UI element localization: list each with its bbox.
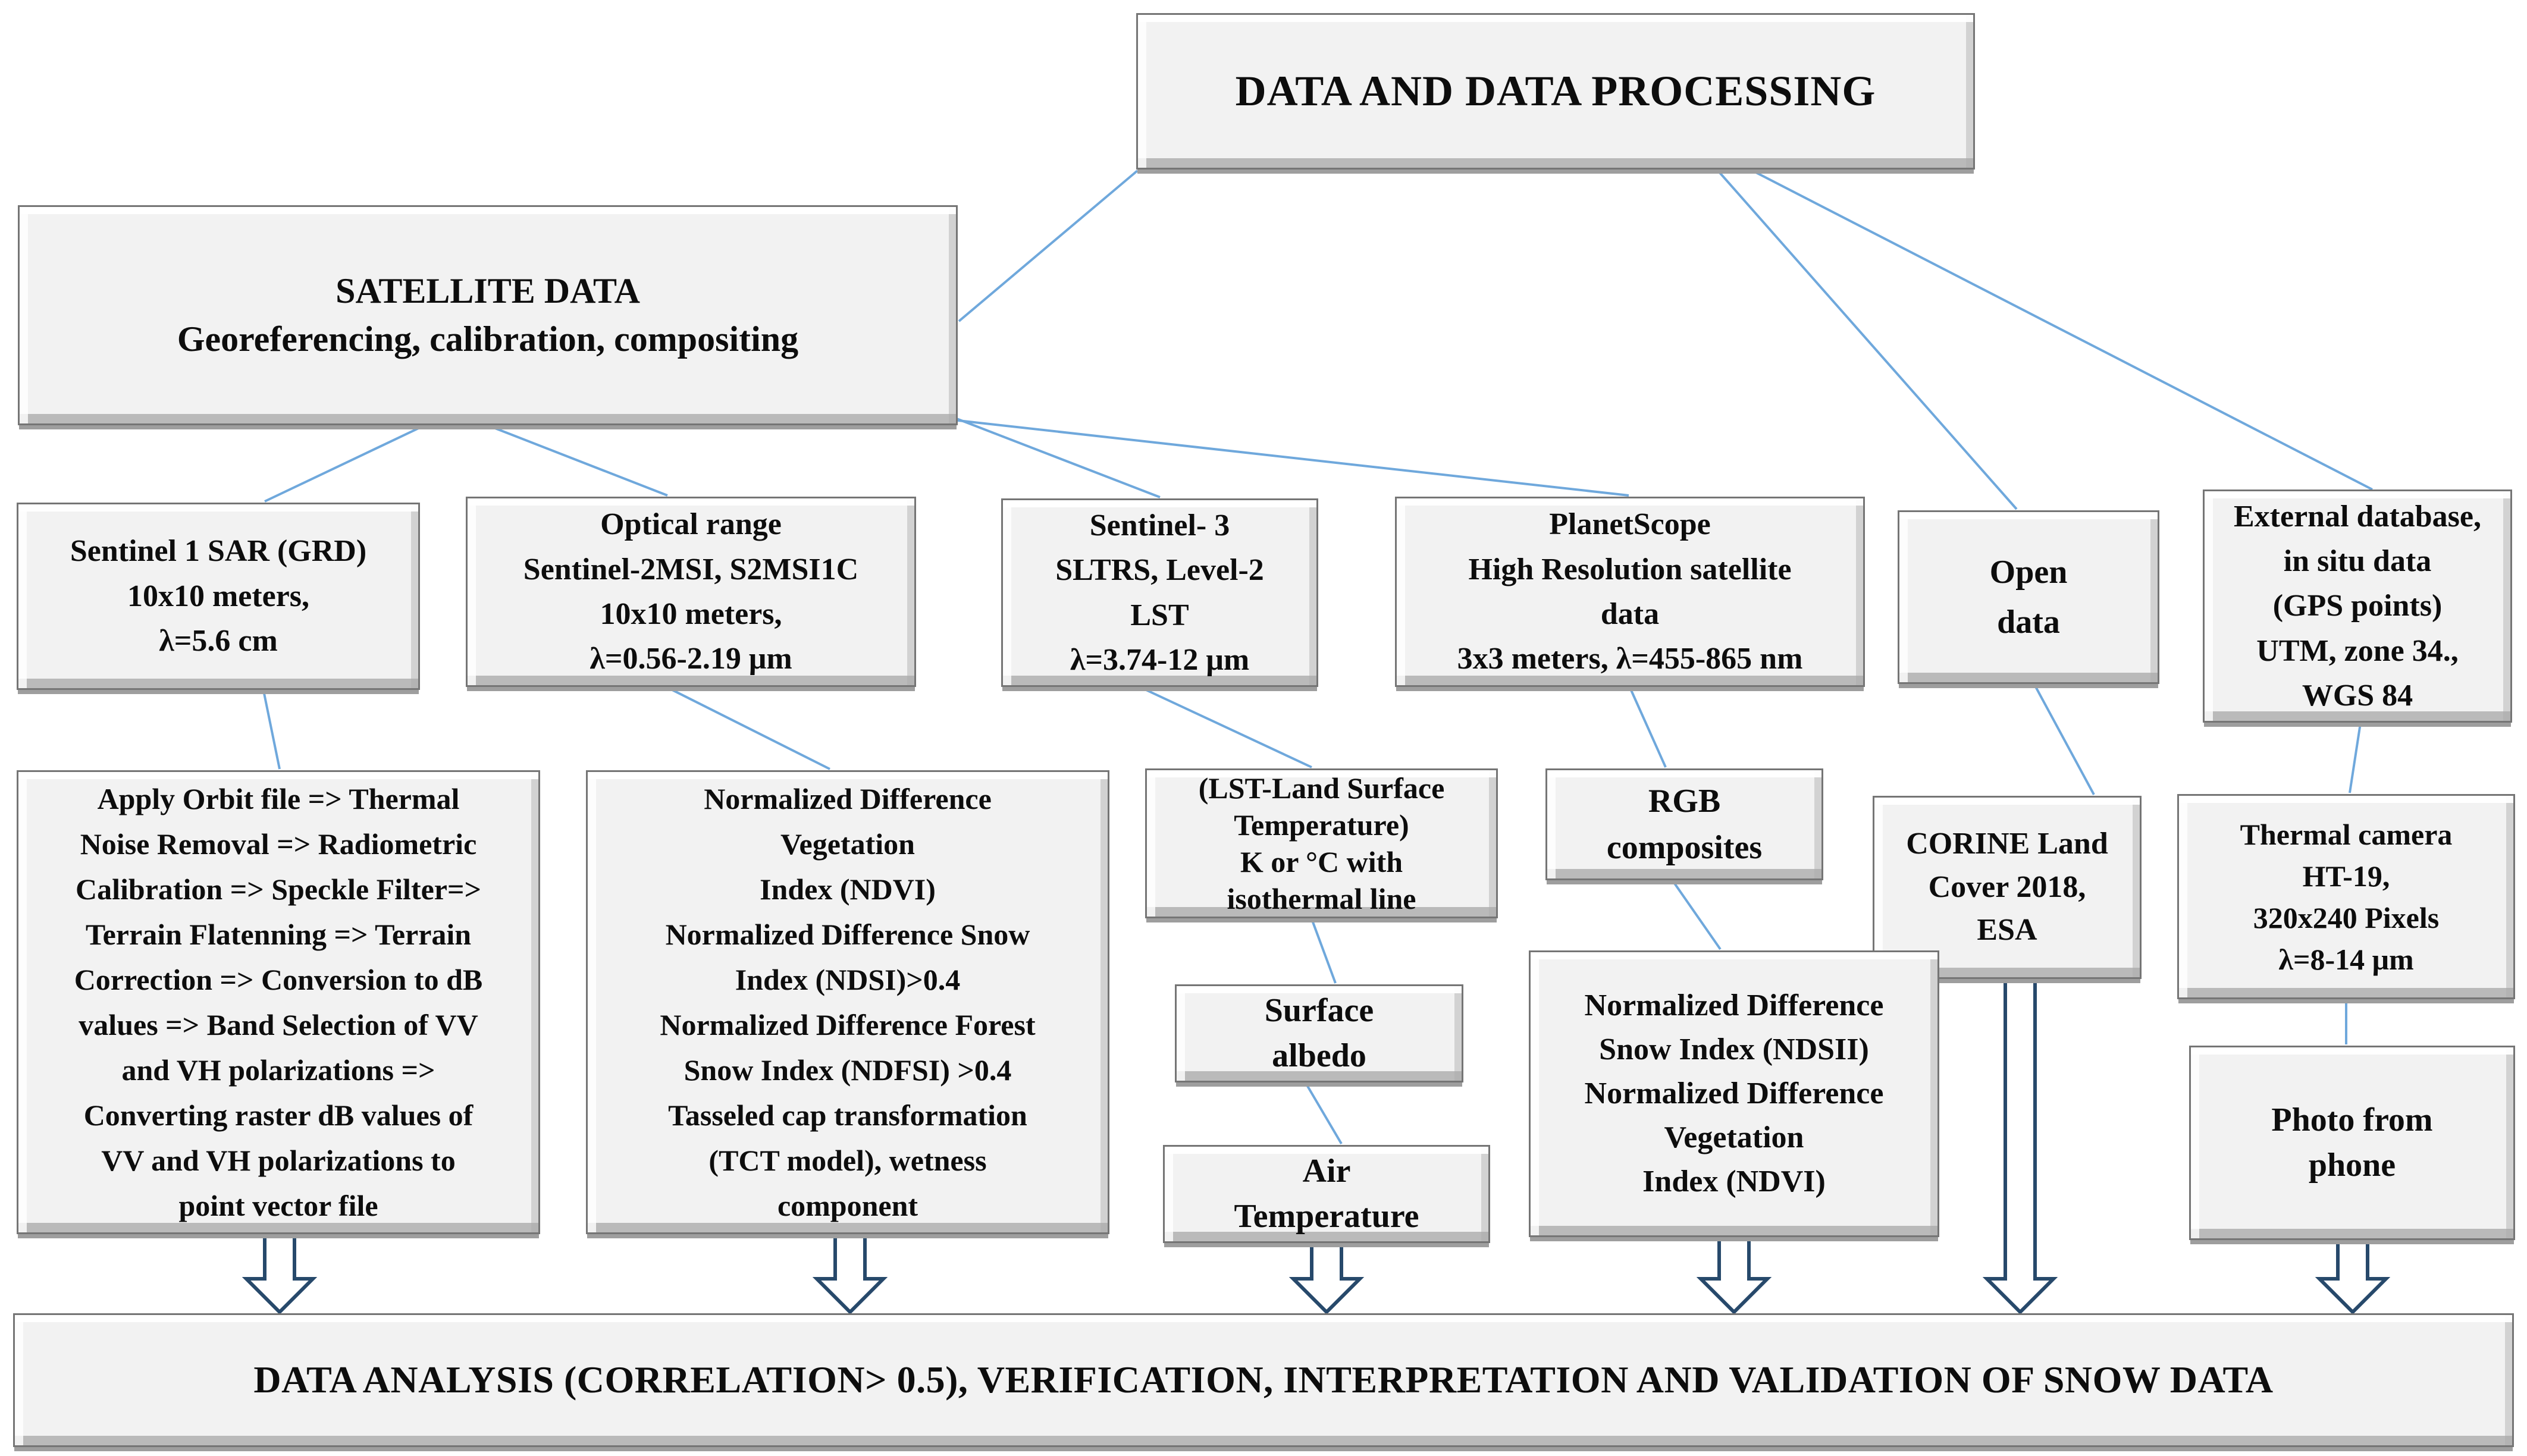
connector-opendata-to-corine — [2033, 684, 2095, 795]
down-arrow-icon-photo — [2315, 1240, 2391, 1315]
connector-sentinel1-to-processing — [262, 690, 281, 770]
connector-lst-to-albedo — [1310, 918, 1337, 984]
connector-albedo-to-airtemp — [1305, 1082, 1343, 1145]
connector-external-to-thermal — [2349, 723, 2362, 793]
connector-planetscope-to-rgb — [1629, 687, 1667, 768]
node-planetscope: PlanetScope High Resolution satellite da… — [1395, 497, 1865, 687]
node-data-and-data-processing: DATA AND DATA PROCESSING — [1136, 13, 1975, 170]
connector-satellite-to-planetscope — [952, 419, 1629, 497]
node-data-analysis: DATA ANALYSIS (CORRELATION> 0.5), VERIFI… — [13, 1313, 2514, 1447]
node-photo-from-phone: Photo from phone — [2189, 1046, 2515, 1240]
node-air-temperature: Air Temperature — [1163, 1145, 1490, 1243]
node-corine-land-cover: CORINE Land Cover 2018, ESA — [1873, 796, 2142, 979]
node-rgb-composites: RGB composites — [1545, 768, 1823, 880]
node-optical-range: Optical range Sentinel-2MSI, S2MSI1C 10x… — [466, 497, 916, 687]
connector-satellite-to-sentinel1 — [264, 425, 424, 503]
node-lst: (LST-Land Surface Temperature) K or °C w… — [1145, 768, 1498, 918]
node-thermal-camera: Thermal camera HT-19, 320x240 Pixels λ=8… — [2177, 794, 2515, 999]
connector-rgb-to-ndsii — [1672, 880, 1722, 950]
node-external-database: External database, in situ data (GPS poi… — [2203, 489, 2512, 723]
down-arrow-icon-ndsii — [1696, 1237, 1772, 1315]
down-arrow-icon-airtemp — [1288, 1243, 1365, 1315]
connector-optical-to-indices — [667, 686, 830, 770]
node-sentinel1-sar: Sentinel 1 SAR (GRD) 10x10 meters, λ=5.6… — [17, 503, 420, 690]
node-sar-processing-chain: Apply Orbit file => Thermal Noise Remova… — [17, 770, 540, 1234]
connector-satellite-to-sentinel3 — [950, 415, 1161, 498]
down-arrow-icon-sar — [242, 1234, 318, 1315]
down-arrow-icon-corine — [1982, 979, 2058, 1315]
node-surface-albedo: Surface albedo — [1175, 984, 1463, 1082]
node-sentinel3: Sentinel- 3 SLTRS, Level-2 LST λ=3.74-12… — [1001, 498, 1318, 687]
node-planetscope-indices: Normalized Difference Snow Index (NDSII)… — [1529, 950, 1939, 1237]
node-optical-indices: Normalized Difference Vegetation Index (… — [586, 770, 1109, 1234]
node-open-data: Open data — [1898, 510, 2159, 684]
connector-sentinel3-to-lst — [1140, 686, 1312, 768]
connector-top-to-external-db — [1752, 170, 2373, 491]
connector-top-to-satellite — [958, 170, 1139, 322]
connector-top-to-open-data — [1717, 170, 2018, 510]
connector-satellite-to-optical — [488, 425, 668, 497]
node-satellite-data: SATELLITE DATA Georeferencing, calibrati… — [18, 205, 958, 425]
down-arrow-icon-optical — [812, 1234, 888, 1315]
